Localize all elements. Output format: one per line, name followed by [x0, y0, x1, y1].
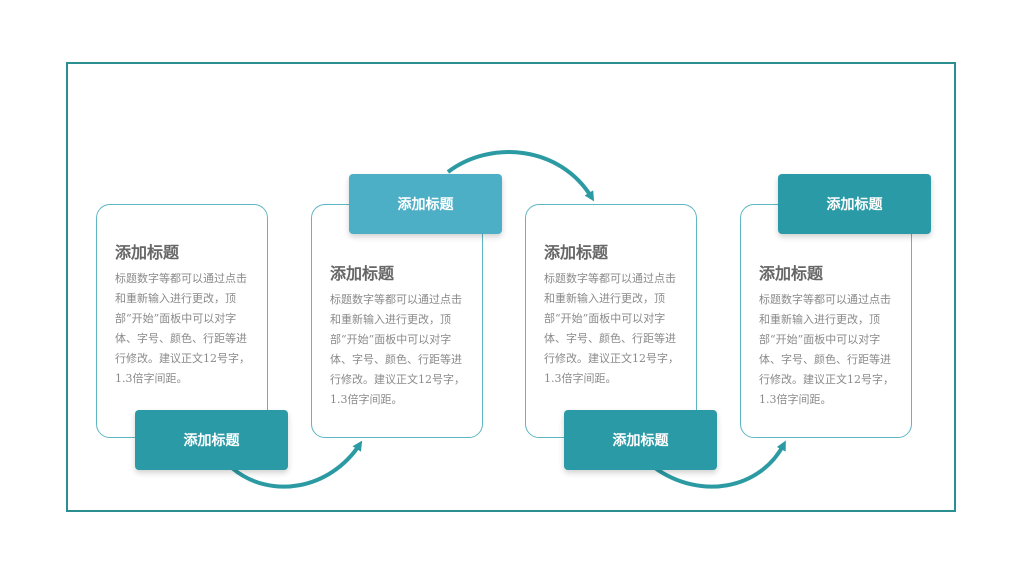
step-2-tag: 添加标题	[349, 174, 502, 234]
arrow-1-to-2	[230, 440, 363, 489]
step-4-title: 添加标题	[759, 264, 824, 283]
step-1-tag: 添加标题	[135, 410, 288, 470]
arrow-3-to-4	[653, 440, 786, 489]
step-3-title: 添加标题	[544, 243, 609, 262]
step-2-title: 添加标题	[330, 264, 395, 283]
step-card-3: 添加标题 标题数字等都可以通过点击和重新输入进行更改，顶部“开始”面板中可以对字…	[525, 204, 697, 438]
step-1-body: 标题数字等都可以通过点击和重新输入进行更改，顶部“开始”面板中可以对字体、字号、…	[115, 272, 250, 385]
slide-frame	[66, 62, 956, 512]
step-card-2: 添加标题 标题数字等都可以通过点击和重新输入进行更改，顶部“开始”面板中可以对字…	[311, 204, 483, 438]
step-1-title: 添加标题	[115, 243, 180, 262]
step-card-4: 添加标题 标题数字等都可以通过点击和重新输入进行更改，顶部“开始”面板中可以对字…	[740, 204, 912, 438]
arrow-2-to-3	[446, 150, 595, 202]
step-3-body: 标题数字等都可以通过点击和重新输入进行更改，顶部“开始”面板中可以对字体、字号、…	[544, 272, 679, 385]
step-4-body: 标题数字等都可以通过点击和重新输入进行更改，顶部“开始”面板中可以对字体、字号、…	[759, 293, 894, 406]
step-3-tag: 添加标题	[564, 410, 717, 470]
step-card-1: 添加标题 标题数字等都可以通过点击和重新输入进行更改，顶部“开始”面板中可以对字…	[96, 204, 268, 438]
step-4-tag: 添加标题	[778, 174, 931, 234]
step-2-body: 标题数字等都可以通过点击和重新输入进行更改，顶部“开始”面板中可以对字体、字号、…	[330, 293, 465, 406]
